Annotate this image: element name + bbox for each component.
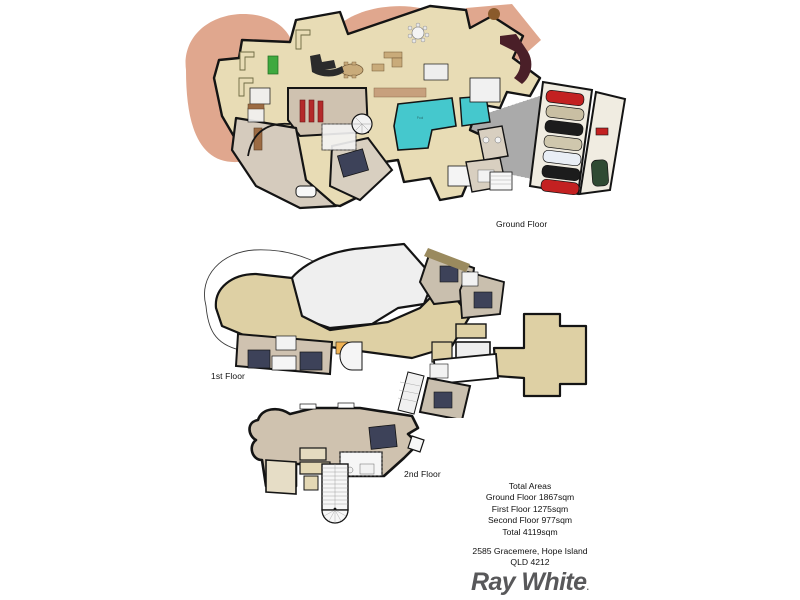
outline-furniture-c: [238, 77, 254, 97]
room-second-c: [303, 475, 319, 491]
right-wing-room-a: [477, 125, 509, 161]
room-second-d: [265, 459, 297, 495]
tile-patio-mid: [423, 63, 449, 81]
large-right-room: [492, 312, 588, 398]
bed-left-a: [247, 349, 271, 369]
ensuite-tile-left: [275, 335, 297, 351]
bed-left-b: [299, 351, 323, 371]
total-areas-heading: Total Areas: [508, 481, 552, 491]
bed-lower: [433, 391, 453, 409]
ray-white-logo: Ray White.: [430, 568, 630, 597]
roof-ridge-dark: [424, 248, 470, 272]
red-feature-c: [317, 100, 324, 123]
tile-lower: [429, 363, 449, 379]
bathtub: [295, 185, 317, 198]
garage-side-bay: [578, 90, 627, 196]
round-table-chairs: [407, 22, 430, 44]
round-table: [411, 26, 425, 40]
stair-lower: [397, 371, 425, 415]
kitchen-counter-c: [371, 63, 385, 72]
ground-floor-plan: Pool: [185, 4, 627, 210]
outline-furniture-a: [295, 29, 311, 50]
dining-chairs: [343, 61, 357, 79]
bed-top-b: [473, 291, 493, 309]
outline-furniture-b: [239, 51, 255, 71]
stair-curve-left: [339, 341, 363, 371]
roof-void: [284, 242, 436, 330]
total-overall: Total 4119sqm: [502, 526, 558, 537]
total-second-floor: Second Floor 977sqm: [487, 515, 573, 526]
total-areas-block: Total Areas Ground Floor 1867sqm First F…: [430, 481, 630, 538]
kitchen-counter-a: [383, 51, 403, 59]
tree-marker: [488, 8, 500, 20]
bed-top-a: [439, 265, 459, 283]
sofa-dark-2: [312, 66, 344, 77]
pool-label: Pool: [417, 116, 424, 120]
stair-treads: [322, 464, 348, 510]
window-marks-second: [299, 402, 355, 410]
garage-cars: [540, 89, 609, 196]
bed-second-floor: [368, 424, 398, 450]
total-ground-floor: Ground Floor 1867sqm: [485, 492, 575, 503]
green-feature: [267, 55, 279, 75]
wardrobe-brown-b: [247, 103, 265, 110]
brand-name: Ray White: [471, 568, 587, 596]
dining-table: [340, 63, 364, 77]
second-floor-label: 2nd Floor: [404, 469, 441, 479]
curved-wall: [247, 122, 291, 157]
ground-floor-label: Ground Floor: [496, 219, 548, 229]
swimming-pool: [393, 97, 457, 151]
address-line-1: 2585 Gracemere, Hope Island: [472, 546, 588, 556]
first-floor-plan: [204, 242, 588, 418]
corner-bay-second: [407, 435, 425, 453]
address-line-2: QLD 4212: [510, 557, 550, 568]
brand-trademark: .: [586, 582, 589, 592]
stair-tread-block: [489, 171, 513, 191]
first-floor-label: 1st Floor: [211, 371, 245, 381]
room-second-a: [299, 447, 327, 461]
red-feature-b: [308, 99, 315, 123]
total-first-floor: First Floor 1275sqm: [491, 503, 569, 514]
kitchen-counter-b: [391, 57, 403, 68]
bed-navy-master: [336, 148, 370, 178]
ensuite-tile-mid: [271, 355, 297, 371]
tile-top-cluster: [461, 271, 479, 287]
red-feature-a: [299, 99, 306, 123]
second-floor-plan: [248, 402, 425, 524]
room-center-a: [455, 323, 487, 339]
property-address: 2585 Gracemere, Hope Island QLD 4212: [430, 546, 630, 569]
tile-patio-right: [469, 77, 501, 103]
deck-strip: [373, 87, 427, 98]
garage-workbench: [595, 127, 609, 136]
maroon-wall: [500, 34, 532, 84]
